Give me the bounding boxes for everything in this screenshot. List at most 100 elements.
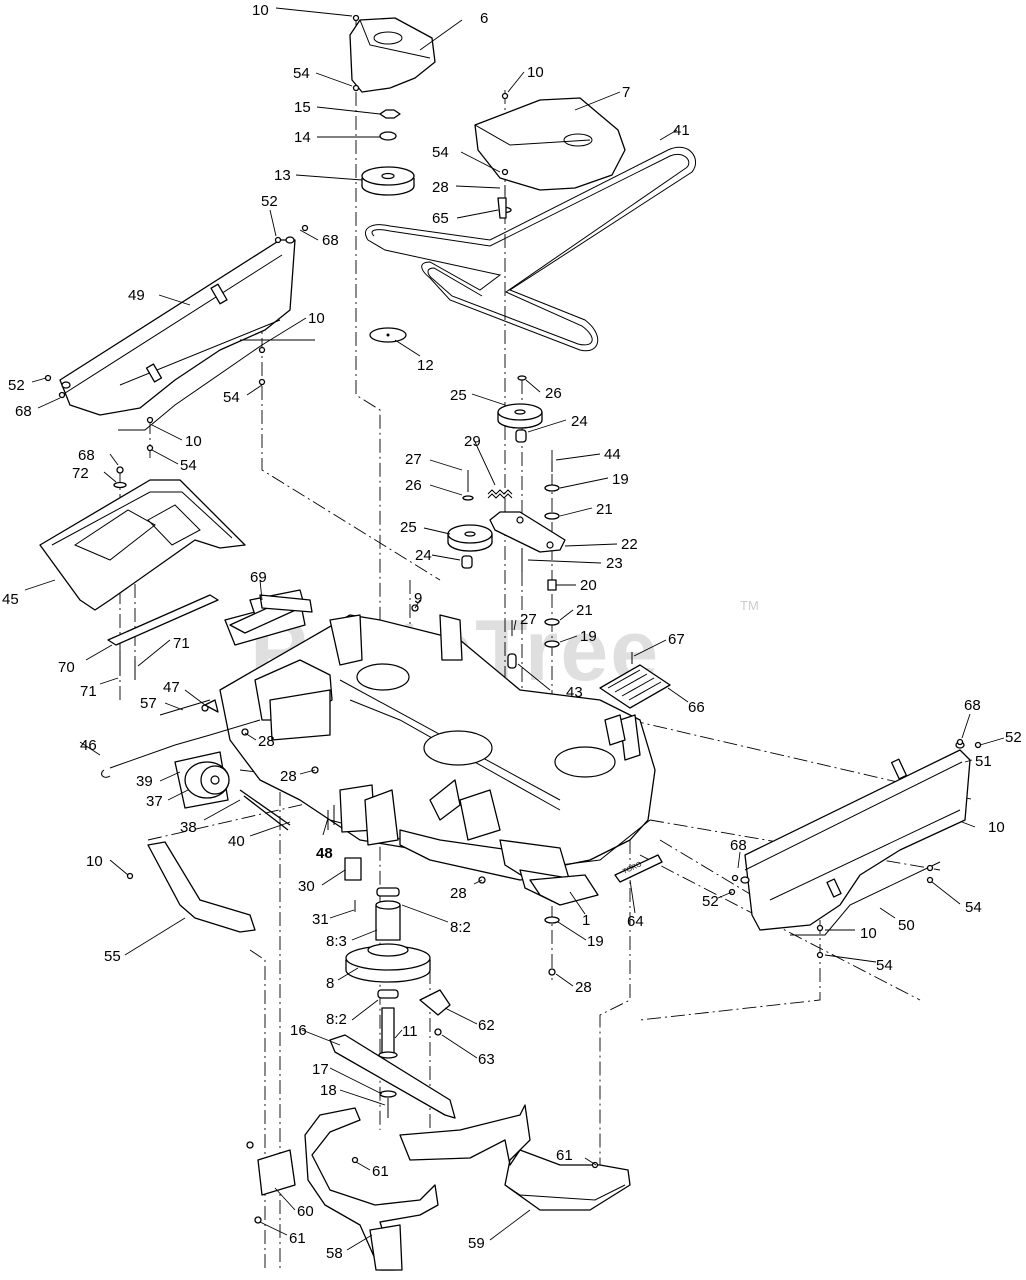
callout-23: 23	[606, 555, 623, 572]
callout-54: 54	[432, 144, 449, 161]
callout-54: 54	[876, 957, 893, 974]
baffle-58	[304, 1107, 439, 1271]
callout-10: 10	[527, 64, 544, 81]
callout-52: 52	[261, 193, 278, 210]
callout-26: 26	[405, 477, 422, 494]
callout-8-2: 8:2	[326, 1011, 347, 1028]
baffle-59	[399, 1104, 631, 1211]
callout-38: 38	[180, 819, 197, 836]
bracket-70	[107, 594, 219, 680]
callout-10: 10	[860, 925, 877, 942]
callout-28: 28	[280, 768, 297, 785]
callout-8-3: 8:3	[326, 933, 347, 950]
callout-52: 52	[1005, 729, 1022, 746]
callout-12: 12	[417, 357, 434, 374]
callout-61: 61	[289, 1230, 306, 1247]
callout-27: 27	[405, 451, 422, 468]
callout-29: 29	[464, 433, 481, 450]
plate-30	[344, 857, 362, 912]
callout-68: 68	[730, 837, 747, 854]
callout-61: 61	[556, 1147, 573, 1164]
callout-22: 22	[621, 536, 638, 553]
callout-54: 54	[965, 899, 982, 916]
belt-cover-left-6	[349, 17, 436, 93]
idler-spring-29	[487, 489, 513, 499]
callout-28: 28	[258, 733, 275, 750]
callout-47: 47	[163, 679, 180, 696]
callout-1: 1	[582, 912, 590, 929]
hardware-right-stack	[497, 185, 560, 669]
bracket-55	[147, 841, 256, 933]
callout-10: 10	[185, 433, 202, 450]
callout-68: 68	[15, 403, 32, 420]
callout-43: 43	[566, 684, 583, 701]
callout-41: 41	[673, 122, 690, 139]
callout-21: 21	[596, 501, 613, 518]
callout-45: 45	[2, 591, 19, 608]
callout-68: 68	[78, 447, 95, 464]
callout-72: 72	[72, 465, 89, 482]
callout-44: 44	[604, 446, 621, 463]
callout-60: 60	[297, 1203, 314, 1220]
blade-16	[329, 1034, 456, 1119]
callout-27: 27	[520, 611, 537, 628]
callout-13: 13	[274, 167, 291, 184]
spindle-housing-8	[345, 887, 431, 1059]
leader-lines	[24, 7, 1005, 1251]
callout-68: 68	[322, 232, 339, 249]
callout-68: 68	[964, 697, 981, 714]
callout-46: 46	[80, 737, 97, 754]
callout-9: 9	[414, 590, 422, 607]
callout-14: 14	[294, 129, 311, 146]
belt-guard-right-51	[740, 741, 971, 936]
callout-48: 48	[316, 845, 333, 862]
drive-belt-41	[365, 147, 697, 352]
callout-19: 19	[580, 628, 597, 645]
baffle-60	[246, 1141, 296, 1224]
callout-64: 64	[627, 913, 644, 930]
callout-21: 21	[576, 602, 593, 619]
idler-arm-22	[489, 511, 566, 553]
front-shield-45	[39, 479, 246, 611]
callout-25: 25	[400, 519, 417, 536]
callout-57: 57	[140, 695, 157, 712]
callout-19: 19	[587, 933, 604, 950]
callout-8: 8	[326, 975, 334, 992]
callout-71: 71	[80, 683, 97, 700]
callout-61: 61	[372, 1163, 389, 1180]
callout-19: 19	[612, 471, 629, 488]
callout-30: 30	[298, 878, 315, 895]
callout-16: 16	[290, 1022, 307, 1039]
callout-55: 55	[104, 948, 121, 965]
callout-labels: 10 6 54 15 14 13 10 7 41 54 28 65 52 68 …	[2, 2, 1022, 1262]
callout-58: 58	[326, 1245, 343, 1262]
callout-10: 10	[308, 310, 325, 327]
callout-66: 66	[688, 699, 705, 716]
callout-20: 20	[580, 577, 597, 594]
callout-26: 26	[545, 385, 562, 402]
callout-10: 10	[86, 853, 103, 870]
belt-cover-right-7	[474, 97, 626, 191]
bracket-62	[419, 989, 451, 1036]
callout-51: 51	[975, 753, 992, 770]
callout-54: 54	[223, 389, 240, 406]
callout-39: 39	[136, 773, 153, 790]
anti-scalp-roller	[174, 751, 291, 831]
callout-70: 70	[58, 659, 75, 676]
callout-49: 49	[128, 287, 145, 304]
callout-10: 10	[988, 819, 1005, 836]
callout-52: 52	[8, 377, 25, 394]
callout-24: 24	[415, 547, 432, 564]
callout-18: 18	[320, 1082, 337, 1099]
callout-6: 6	[480, 10, 488, 27]
callout-28: 28	[575, 979, 592, 996]
callout-37: 37	[146, 793, 163, 810]
callout-54: 54	[293, 65, 310, 82]
callout-63: 63	[478, 1051, 495, 1068]
callout-28: 28	[432, 179, 449, 196]
callout-54: 54	[180, 457, 197, 474]
callout-24: 24	[571, 413, 588, 430]
callout-69: 69	[250, 569, 267, 586]
callout-8-2: 8:2	[450, 919, 471, 936]
